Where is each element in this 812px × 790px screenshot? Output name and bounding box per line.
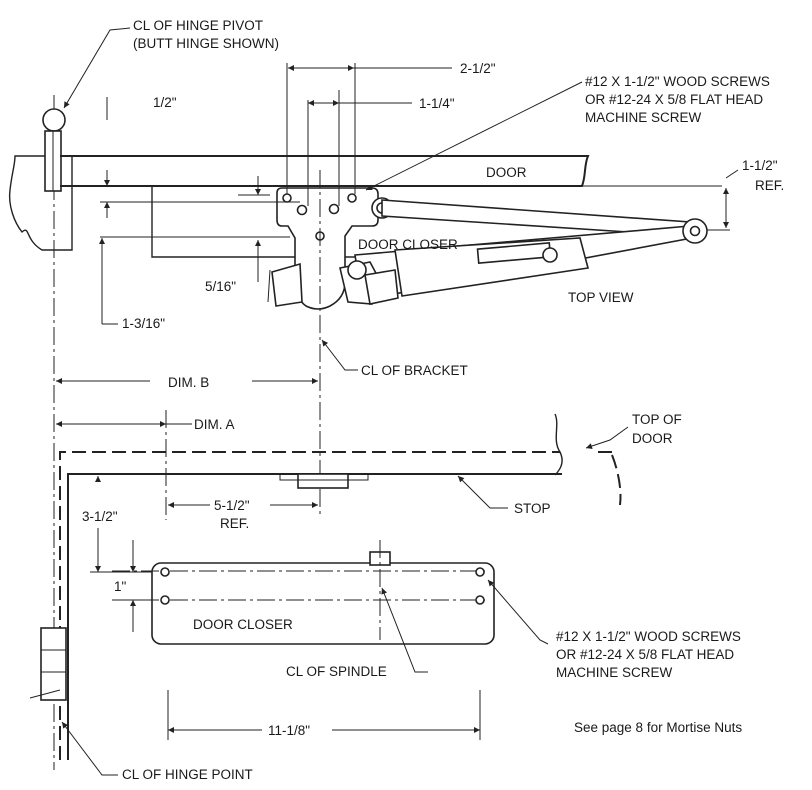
label-screws-bottom-1: #12 X 1-1/2" WOOD SCREWS [556, 629, 741, 644]
label-screws-top-1: #12 X 1-1/2" WOOD SCREWS [585, 74, 770, 89]
label-screws-bottom-3: MACHINE SCREW [556, 665, 673, 680]
leaders-top [63, 27, 583, 371]
closer-body-outline [151, 186, 310, 258]
dimension-lines-front [56, 421, 480, 733]
label-dim-1-1-4: 1-1/4" [419, 96, 455, 111]
label-hinge-pivot: CL OF HINGE PIVOT [133, 18, 263, 33]
front-view [29, 410, 622, 760]
label-top-of-door-1: TOP OF [632, 412, 682, 427]
top-view [8, 63, 730, 770]
label-dim-2-1-2: 2-1/2" [460, 61, 496, 76]
label-dim-11-1-8: 11-1/8" [268, 723, 310, 738]
label-door: DOOR [486, 165, 527, 180]
label-ref-top: REF. [755, 178, 784, 193]
label-dim-1-3-16: 1-3/16" [122, 316, 165, 331]
label-dim-1-2: 1/2" [153, 95, 177, 110]
label-hinge-point: CL OF HINGE POINT [122, 767, 253, 782]
label-see-page: See page 8 for Mortise Nuts [574, 720, 742, 735]
label-dim-5-16: 5/16" [205, 279, 236, 294]
closer-body-front [151, 562, 495, 645]
label-spindle: CL OF SPINDLE [286, 664, 387, 679]
label-stop: STOP [514, 501, 551, 516]
label-top-of-door-2: DOOR [632, 431, 673, 446]
label-door-closer-top: DOOR CLOSER [358, 237, 458, 252]
label-top-view: TOP VIEW [568, 290, 634, 305]
leaders-front [61, 426, 629, 776]
label-screws-top-3: MACHINE SCREW [585, 110, 702, 125]
labels: CL OF HINGE PIVOT (BUTT HINGE SHOWN) 2-1… [82, 18, 784, 782]
label-dim-5-1-2: 5-1/2" [214, 498, 250, 513]
bracket-plate [276, 187, 379, 310]
label-screws-bottom-2: OR #12-24 X 5/8 FLAT HEAD [556, 647, 734, 662]
label-ref-mid: REF. [220, 516, 249, 531]
label-dim-1: 1" [114, 579, 127, 594]
label-dim-a: DIM. A [194, 417, 235, 432]
label-dim-1-1-2: 1-1/2" [742, 158, 778, 173]
frame-jamb [8, 155, 73, 251]
bracket-block [297, 473, 349, 489]
label-dim-b: DIM. B [168, 375, 209, 390]
label-bracket: CL OF BRACKET [361, 363, 468, 378]
dimension-lines-top [56, 65, 739, 384]
label-dim-3-1-2: 3-1/2" [82, 509, 118, 524]
label-door-closer-bottom: DOOR CLOSER [193, 617, 293, 632]
hinge-bottom [40, 627, 67, 701]
hinge-pivot-knuckle [42, 108, 66, 132]
label-screws-top-2: OR #12-24 X 5/8 FLAT HEAD [585, 92, 763, 107]
label-butt-hinge: (BUTT HINGE SHOWN) [133, 36, 279, 51]
stop-line [67, 473, 562, 760]
